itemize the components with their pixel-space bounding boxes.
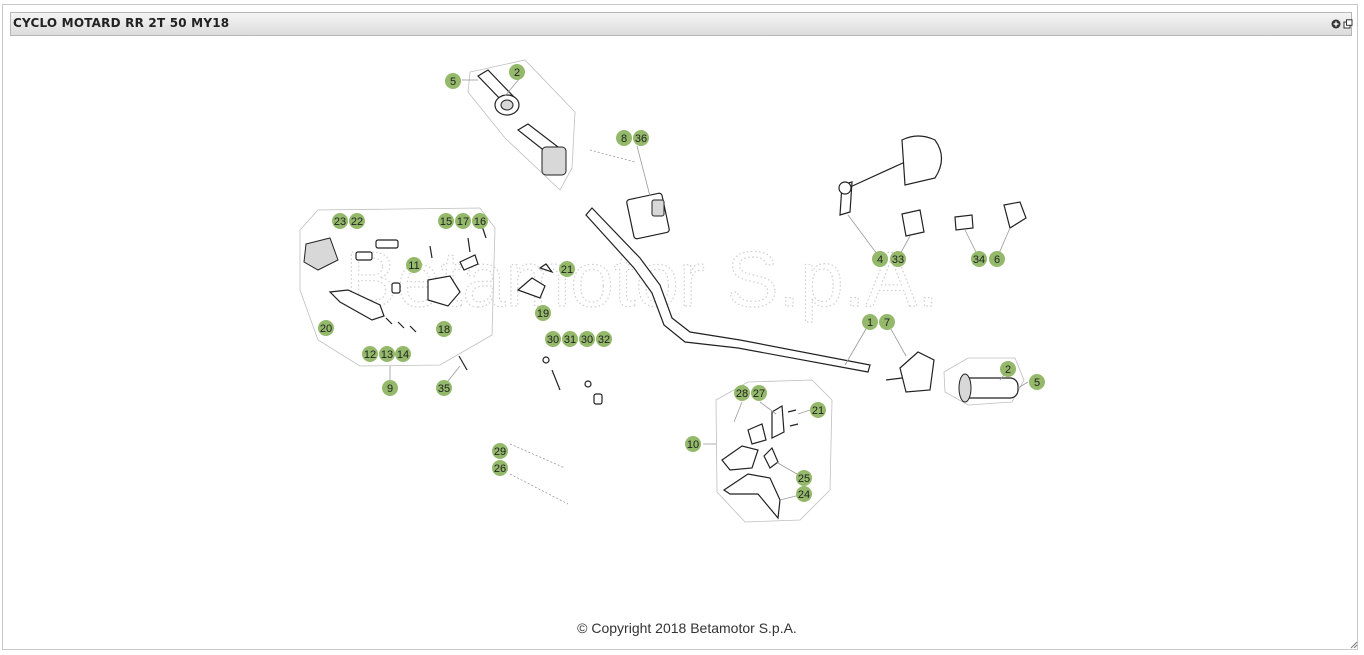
callout-35[interactable]: 35 (436, 380, 452, 396)
callout-5b[interactable]: 5 (1029, 374, 1045, 390)
callout-34[interactable]: 34 (971, 251, 987, 267)
callout-19[interactable]: 19 (535, 305, 551, 321)
svg-text:4: 4 (877, 254, 883, 266)
callout-10[interactable]: 10 (685, 436, 701, 452)
callout-2[interactable]: 2 (509, 64, 525, 80)
callout-29[interactable]: 29 (492, 443, 508, 459)
callout-6[interactable]: 6 (989, 251, 1005, 267)
svg-text:18: 18 (438, 324, 450, 336)
svg-text:11: 11 (408, 260, 419, 272)
callout-17[interactable]: 17 (455, 213, 471, 229)
svg-text:16: 16 (474, 216, 486, 228)
svg-text:25: 25 (798, 473, 810, 485)
add-circle-icon[interactable] (1331, 19, 1341, 29)
svg-text:33: 33 (892, 254, 904, 266)
svg-text:17: 17 (457, 216, 469, 228)
svg-text:34: 34 (973, 254, 985, 266)
callout-16[interactable]: 16 (472, 213, 488, 229)
callout-18[interactable]: 18 (436, 321, 452, 337)
svg-text:21: 21 (812, 405, 824, 417)
svg-text:12: 12 (364, 349, 376, 361)
callout-31[interactable]: 31 (562, 331, 578, 347)
svg-text:1: 1 (867, 317, 873, 329)
svg-text:24: 24 (798, 489, 810, 501)
svg-text:10: 10 (687, 439, 699, 451)
callout-27[interactable]: 27 (751, 385, 767, 401)
callout-36[interactable]: 36 (633, 130, 649, 146)
svg-text:6: 6 (994, 254, 1000, 266)
svg-text:7: 7 (884, 317, 890, 329)
svg-text:2: 2 (1005, 364, 1011, 376)
svg-text:20: 20 (320, 323, 332, 335)
svg-text:35: 35 (438, 383, 450, 395)
callout-23[interactable]: 23 (332, 213, 348, 229)
svg-text:27: 27 (753, 388, 765, 400)
panel-title: CYCLO MOTARD RR 2T 50 MY18 (13, 16, 230, 30)
callout-9[interactable]: 9 (382, 380, 398, 396)
callout-4[interactable]: 4 (872, 251, 888, 267)
popout-icon[interactable] (1343, 19, 1353, 29)
svg-text:30: 30 (581, 334, 593, 346)
callout-24[interactable]: 24 (796, 486, 812, 502)
resize-grip-icon[interactable] (1350, 641, 1358, 649)
svg-text:9: 9 (387, 383, 393, 395)
callout-28[interactable]: 28 (734, 385, 750, 401)
callout-26[interactable]: 26 (492, 460, 508, 476)
callout-33[interactable]: 33 (890, 251, 906, 267)
callout-2b[interactable]: 2 (1000, 361, 1016, 377)
svg-text:23: 23 (334, 216, 346, 228)
svg-text:22: 22 (351, 216, 363, 228)
callout-14[interactable]: 14 (395, 346, 411, 362)
callout-12[interactable]: 12 (362, 346, 378, 362)
svg-text:29: 29 (494, 446, 506, 458)
svg-text:28: 28 (736, 388, 748, 400)
callout-15[interactable]: 15 (438, 213, 454, 229)
svg-text:21: 21 (561, 264, 573, 276)
callout-25[interactable]: 25 (796, 470, 812, 486)
callout-1[interactable]: 1 (862, 314, 878, 330)
callout-21b[interactable]: 21 (810, 402, 826, 418)
callout-5[interactable]: 5 (445, 73, 461, 89)
svg-text:36: 36 (635, 133, 647, 145)
panel-titlebar: CYCLO MOTARD RR 2T 50 MY18 (10, 12, 1353, 36)
callout-7[interactable]: 7 (879, 314, 895, 330)
callout-11[interactable]: 11 (406, 257, 422, 273)
svg-text:14: 14 (397, 349, 409, 361)
callout-30b[interactable]: 30 (579, 331, 595, 347)
svg-text:30: 30 (547, 334, 559, 346)
svg-text:26: 26 (494, 463, 506, 475)
callout-20[interactable]: 20 (318, 320, 334, 336)
svg-text:32: 32 (598, 334, 610, 346)
callout-21[interactable]: 21 (559, 261, 575, 277)
svg-text:5: 5 (450, 76, 456, 88)
copyright-notice: © Copyright 2018 Betamotor S.p.A. (577, 620, 797, 636)
svg-text:5: 5 (1034, 377, 1040, 389)
svg-text:31: 31 (564, 334, 576, 346)
callout-8[interactable]: 8 (616, 130, 632, 146)
callout-13[interactable]: 13 (379, 346, 395, 362)
callout-30[interactable]: 30 (545, 331, 561, 347)
svg-text:13: 13 (381, 349, 393, 361)
svg-text:15: 15 (440, 216, 452, 228)
svg-text:2: 2 (514, 67, 520, 79)
svg-text:8: 8 (621, 133, 627, 145)
callout-22[interactable]: 22 (349, 213, 365, 229)
callout-32[interactable]: 32 (596, 331, 612, 347)
svg-text:19: 19 (537, 308, 549, 320)
